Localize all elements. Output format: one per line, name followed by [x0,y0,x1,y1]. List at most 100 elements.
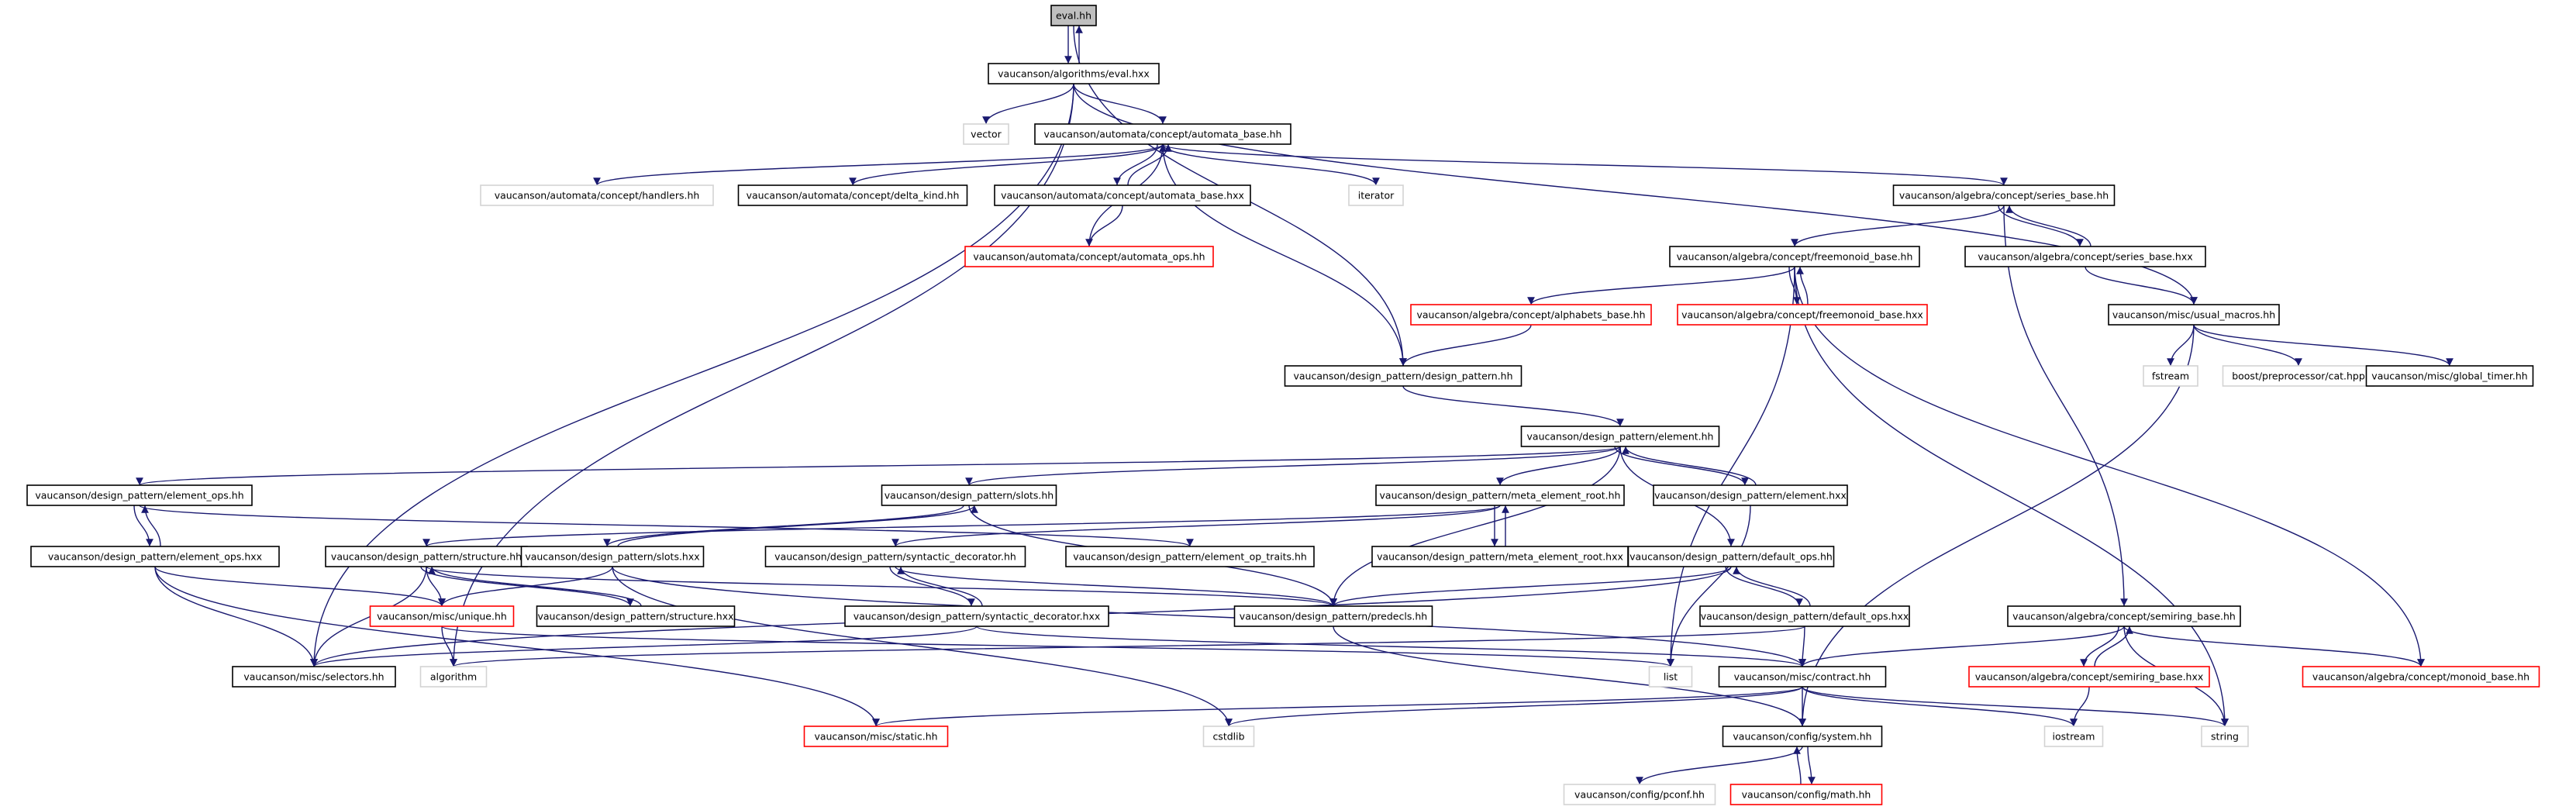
node-iostream[interactable]: iostream [2043,726,2104,747]
node-element-hxx[interactable]: vaucanson/design_pattern/element.hxx [1653,484,1848,506]
edge-element_ops_hh-to-element_ops_hxx [133,505,153,547]
node-box [2143,365,2198,387]
node-list[interactable]: list [1648,666,1693,688]
edge-element_ops_hxx-to-element_ops_hh [141,505,161,547]
node-unique-hh[interactable]: vaucanson/misc/unique.hh [369,605,515,627]
node-box [1627,546,1835,567]
edge-element_hh-to-predecls_hh [1329,446,1621,607]
node-usual-macros-hh[interactable]: vaucanson/misc/usual_macros.hh [2108,304,2280,326]
node-syntactic-decorator-hxx[interactable]: vaucanson/design_pattern/syntactic_decor… [844,605,1109,627]
node-automata-base-hxx[interactable]: vaucanson/automata/concept/automata_base… [994,184,1251,206]
node-freemonoid-base-hh[interactable]: vaucanson/algebra/concept/freemonoid_bas… [1669,246,1920,267]
node-meta-element-root-hxx[interactable]: vaucanson/design_pattern/meta_element_ro… [1371,546,1629,567]
node-structure-hh[interactable]: vaucanson/design_pattern/structure.hh [325,546,528,567]
edge-element_ops_hh-to-element_op_traits_hh [139,505,1194,547]
node-math-hh[interactable]: vaucanson/config/math.hh [1729,784,1883,805]
edge-structure_hh-to-structure_hxx [420,566,634,607]
edge-series_base_hh-to-semiring_base_hh [2003,205,2128,607]
node-slots-hxx[interactable]: vaucanson/design_pattern/slots.hxx [520,546,705,567]
node-eval-hh[interactable]: eval.hh [1050,5,1097,26]
edge-automata_base_hh-to-series_base_hh [1162,143,2008,186]
node-box [1669,246,1920,267]
node-label: vaucanson/design_pattern/element_ops.hh [35,490,243,502]
edge-structure_hh-to-unique_hh [426,566,446,607]
node-vector[interactable]: vector [963,123,1009,145]
node-system-hh[interactable]: vaucanson/config/system.hh [1722,726,1883,747]
node-slots-hh[interactable]: vaucanson/design_pattern/slots.hh [881,484,1057,506]
edge-freemonoid_base_hh-to-monoid_base_hh [1794,266,2425,667]
edge-default_ops_hh-to-predecls_hh [1329,566,1732,607]
node-box [1964,246,2206,267]
node-monoid-base-hh[interactable]: vaucanson/algebra/concept/monoid_base.hh [2302,666,2540,688]
edge-eval_hxx-to-vector [982,83,1074,125]
node-delta-kind-hh[interactable]: vaucanson/automata/concept/delta_kind.hh [737,184,968,206]
node-structure-hxx[interactable]: vaucanson/design_pattern/structure.hxx [536,605,736,627]
node-element-ops-hxx[interactable]: vaucanson/design_pattern/element_ops.hxx [30,546,280,567]
node-element-op-traits-hh[interactable]: vaucanson/design_pattern/element_op_trai… [1065,546,1315,567]
node-static-hh[interactable]: vaucanson/misc/static.hh [803,726,949,747]
node-label: vaucanson/misc/unique.hh [377,611,507,622]
edge-element_ops_hxx-to-static_hh [154,566,880,727]
edge-contract_hh-to-string [1802,686,2229,727]
node-contract-hh[interactable]: vaucanson/misc/contract.hh [1718,666,1887,688]
node-label: vaucanson/algebra/concept/freemonoid_bas… [1681,309,1923,321]
node-label: list [1664,671,1678,683]
node-pconf-hh[interactable]: vaucanson/config/pconf.hh [1563,784,1716,805]
node-series-base-hxx[interactable]: vaucanson/algebra/concept/series_base.hx… [1964,246,2206,267]
node-label: vaucanson/automata/concept/handlers.hh [495,190,700,202]
edge-element_hxx-to-element_hh [1622,446,1757,486]
node-label: vector [971,129,1002,140]
edge-freemonoid_base_hxx-to-freemonoid_base_hh [1796,266,1809,305]
node-element-hh[interactable]: vaucanson/design_pattern/element.hh [1520,426,1720,447]
node-iterator[interactable]: iterator [1348,184,1404,206]
node-label: vaucanson/misc/usual_macros.hh [2112,309,2275,321]
node-automata-base-hh[interactable]: vaucanson/automata/concept/automata_base… [1034,123,1291,145]
node-box [1284,365,1522,387]
node-label: vaucanson/design_pattern/default_ops.hxx [1701,611,1909,622]
node-series-base-hh[interactable]: vaucanson/algebra/concept/series_base.hh [1892,184,2116,206]
node-predecls-hh[interactable]: vaucanson/design_pattern/predecls.hh [1233,605,1433,627]
node-box [1892,184,2116,206]
node-label: vaucanson/design_pattern/syntactic_decor… [774,551,1016,563]
edge-automata_base_hh-to-delta_kind_hh [849,143,1164,186]
node-default-ops-hh[interactable]: vaucanson/design_pattern/default_ops.hh [1627,546,1835,567]
node-string[interactable]: string [2201,726,2249,747]
node-label: vaucanson/config/system.hh [1733,731,1871,743]
node-semiring-base-hh[interactable]: vaucanson/algebra/concept/semiring_base.… [2007,605,2241,627]
node-eval-hxx[interactable]: vaucanson/algorithms/eval.hxx [988,63,1160,84]
edge-syntactic_decorator_hh-to-predecls_hh [895,566,1337,607]
node-default-ops-hxx[interactable]: vaucanson/design_pattern/default_ops.hxx [1699,605,1910,627]
node-freemonoid-base-hxx[interactable]: vaucanson/algebra/concept/freemonoid_bas… [1677,304,1928,326]
node-box [1729,784,1883,805]
edge-automata_base_hxx-to-automata_base_hh [1127,143,1172,186]
node-design-pattern-hh[interactable]: vaucanson/design_pattern/design_pattern.… [1284,365,1522,387]
node-label: vaucanson/design_pattern/element.hh [1527,431,1714,443]
node-label: vaucanson/design_pattern/structure.hh [331,551,522,563]
edge-automata_base_hh-to-handlers_hh [593,143,1164,186]
node-automata-ops-hh[interactable]: vaucanson/automata/concept/automata_ops.… [964,246,1214,267]
node-algorithm[interactable]: algorithm [419,666,488,688]
node-handlers-hh[interactable]: vaucanson/automata/concept/handlers.hh [480,184,714,206]
node-box [881,484,1057,506]
node-syntactic-decorator-hh[interactable]: vaucanson/design_pattern/syntactic_decor… [764,546,1026,567]
edge-element_hh-to-element_ops_hh [136,446,1621,486]
node-box [1371,546,1629,567]
node-box [419,666,488,688]
node-cat-hpp[interactable]: boost/preprocessor/cat.hpp [2222,365,2375,387]
node-box [764,546,1026,567]
node-meta-element-root-hh[interactable]: vaucanson/design_pattern/meta_element_ro… [1375,484,1625,506]
node-label: vaucanson/automata/concept/automata_base… [1044,129,1282,140]
node-box [2201,726,2249,747]
node-alphabets-base-hh[interactable]: vaucanson/algebra/concept/alphabets_base… [1410,304,1652,326]
node-selectors-hh[interactable]: vaucanson/misc/selectors.hh [232,666,396,688]
node-fstream[interactable]: fstream [2143,365,2198,387]
node-element-ops-hh[interactable]: vaucanson/design_pattern/element_ops.hh [26,484,253,506]
node-label: vaucanson/design_pattern/default_ops.hh [1629,551,1833,563]
edge-freemonoid_base_hh-to-list [1667,266,1795,667]
node-box [520,546,705,567]
node-box [1034,123,1291,145]
node-cstdlib[interactable]: cstdlib [1202,726,1255,747]
node-box [1718,666,1887,688]
node-global-timer-hh[interactable]: vaucanson/misc/global_timer.hh [2365,365,2534,387]
node-semiring-base-hxx[interactable]: vaucanson/algebra/concept/semiring_base.… [1968,666,2210,688]
